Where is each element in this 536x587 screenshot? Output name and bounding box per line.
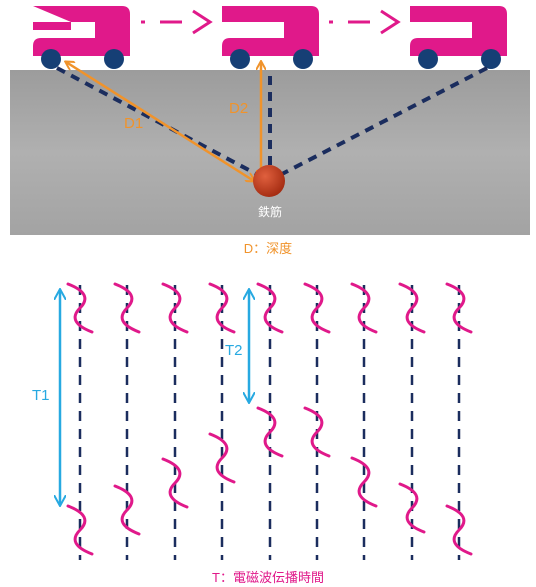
dashed-arrow-icon	[329, 9, 401, 35]
label-d1: D1	[124, 115, 143, 132]
label-d2: D2	[229, 100, 248, 117]
reflection-wave	[398, 282, 426, 334]
reflection-wave	[161, 457, 189, 509]
reflection-wave	[350, 282, 378, 334]
dashed-arrow-icon	[141, 9, 213, 35]
reflection-wave	[208, 432, 236, 484]
reflection-wave	[161, 282, 189, 334]
label-t1: T1	[32, 387, 50, 404]
reflection-wave	[66, 504, 94, 556]
reflection-wave	[113, 484, 141, 536]
rebar-label: 鉄筋	[257, 205, 282, 219]
depth-arrow-d1	[66, 62, 254, 181]
depth-caption: D：深度	[243, 241, 293, 256]
label-t2: T2	[225, 342, 243, 359]
reflection-wave	[256, 282, 284, 334]
reflection-wave	[303, 282, 331, 334]
depth-arrows	[66, 62, 261, 181]
reflection-wave	[445, 282, 473, 334]
reflection-wave	[303, 406, 331, 458]
time-caption: T：電磁波伝播時間	[212, 570, 324, 585]
scan-lines	[78, 285, 461, 560]
reflection-wave	[113, 282, 141, 334]
reflection-wave	[350, 456, 378, 508]
reflection-wave	[445, 504, 473, 556]
reflection-wave	[208, 282, 236, 334]
reflection-wave	[256, 406, 284, 458]
time-arrows	[60, 290, 249, 505]
reflection-waves	[66, 282, 473, 556]
radar-cart-icon	[33, 6, 130, 69]
reflection-wave	[398, 482, 426, 534]
rebar-icon	[253, 165, 285, 197]
radar-cart-icon	[410, 6, 507, 69]
reflection-wave	[66, 282, 94, 334]
radar-cart-icon	[222, 6, 319, 69]
